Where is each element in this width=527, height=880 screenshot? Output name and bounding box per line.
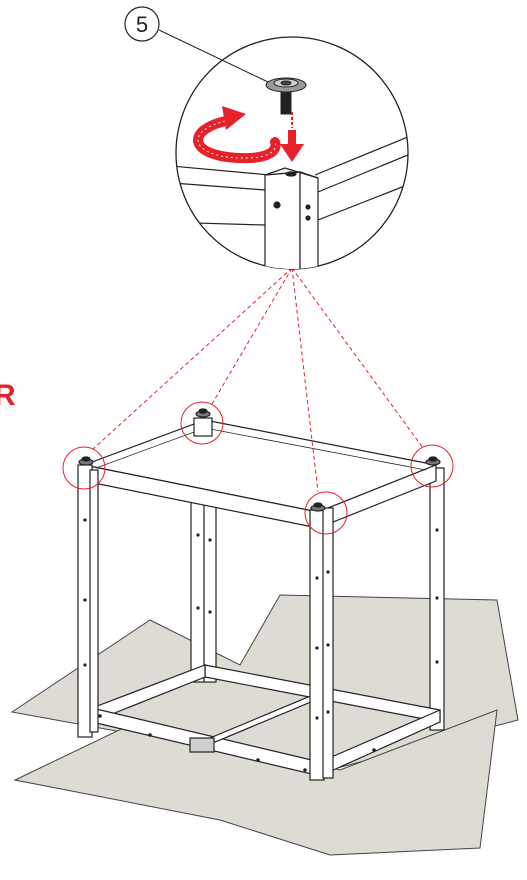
bottom-latch [189,737,215,753]
clockwise-rotation-arrow-icon [193,106,281,164]
detail-view [175,36,409,270]
leveling-foot-detail [265,77,307,115]
front-left-post-side [89,469,99,733]
leader-lines [92,267,424,493]
edge-letter: R [0,379,16,412]
corner-circle-back-left [180,401,224,445]
corner-circle-front-left [62,446,106,490]
corner-highlights [62,401,454,535]
step-number-badge: 5 [124,6,269,83]
corner-circle-back-right [410,444,454,488]
leveling-feet [78,408,441,512]
front-right-post [309,509,325,781]
cabinet-frame [77,408,445,781]
corner-circle-front-right [304,491,348,535]
step-number: 5 [136,12,148,37]
down-arrow-icon [280,112,304,162]
front-right-post-side [322,507,334,779]
